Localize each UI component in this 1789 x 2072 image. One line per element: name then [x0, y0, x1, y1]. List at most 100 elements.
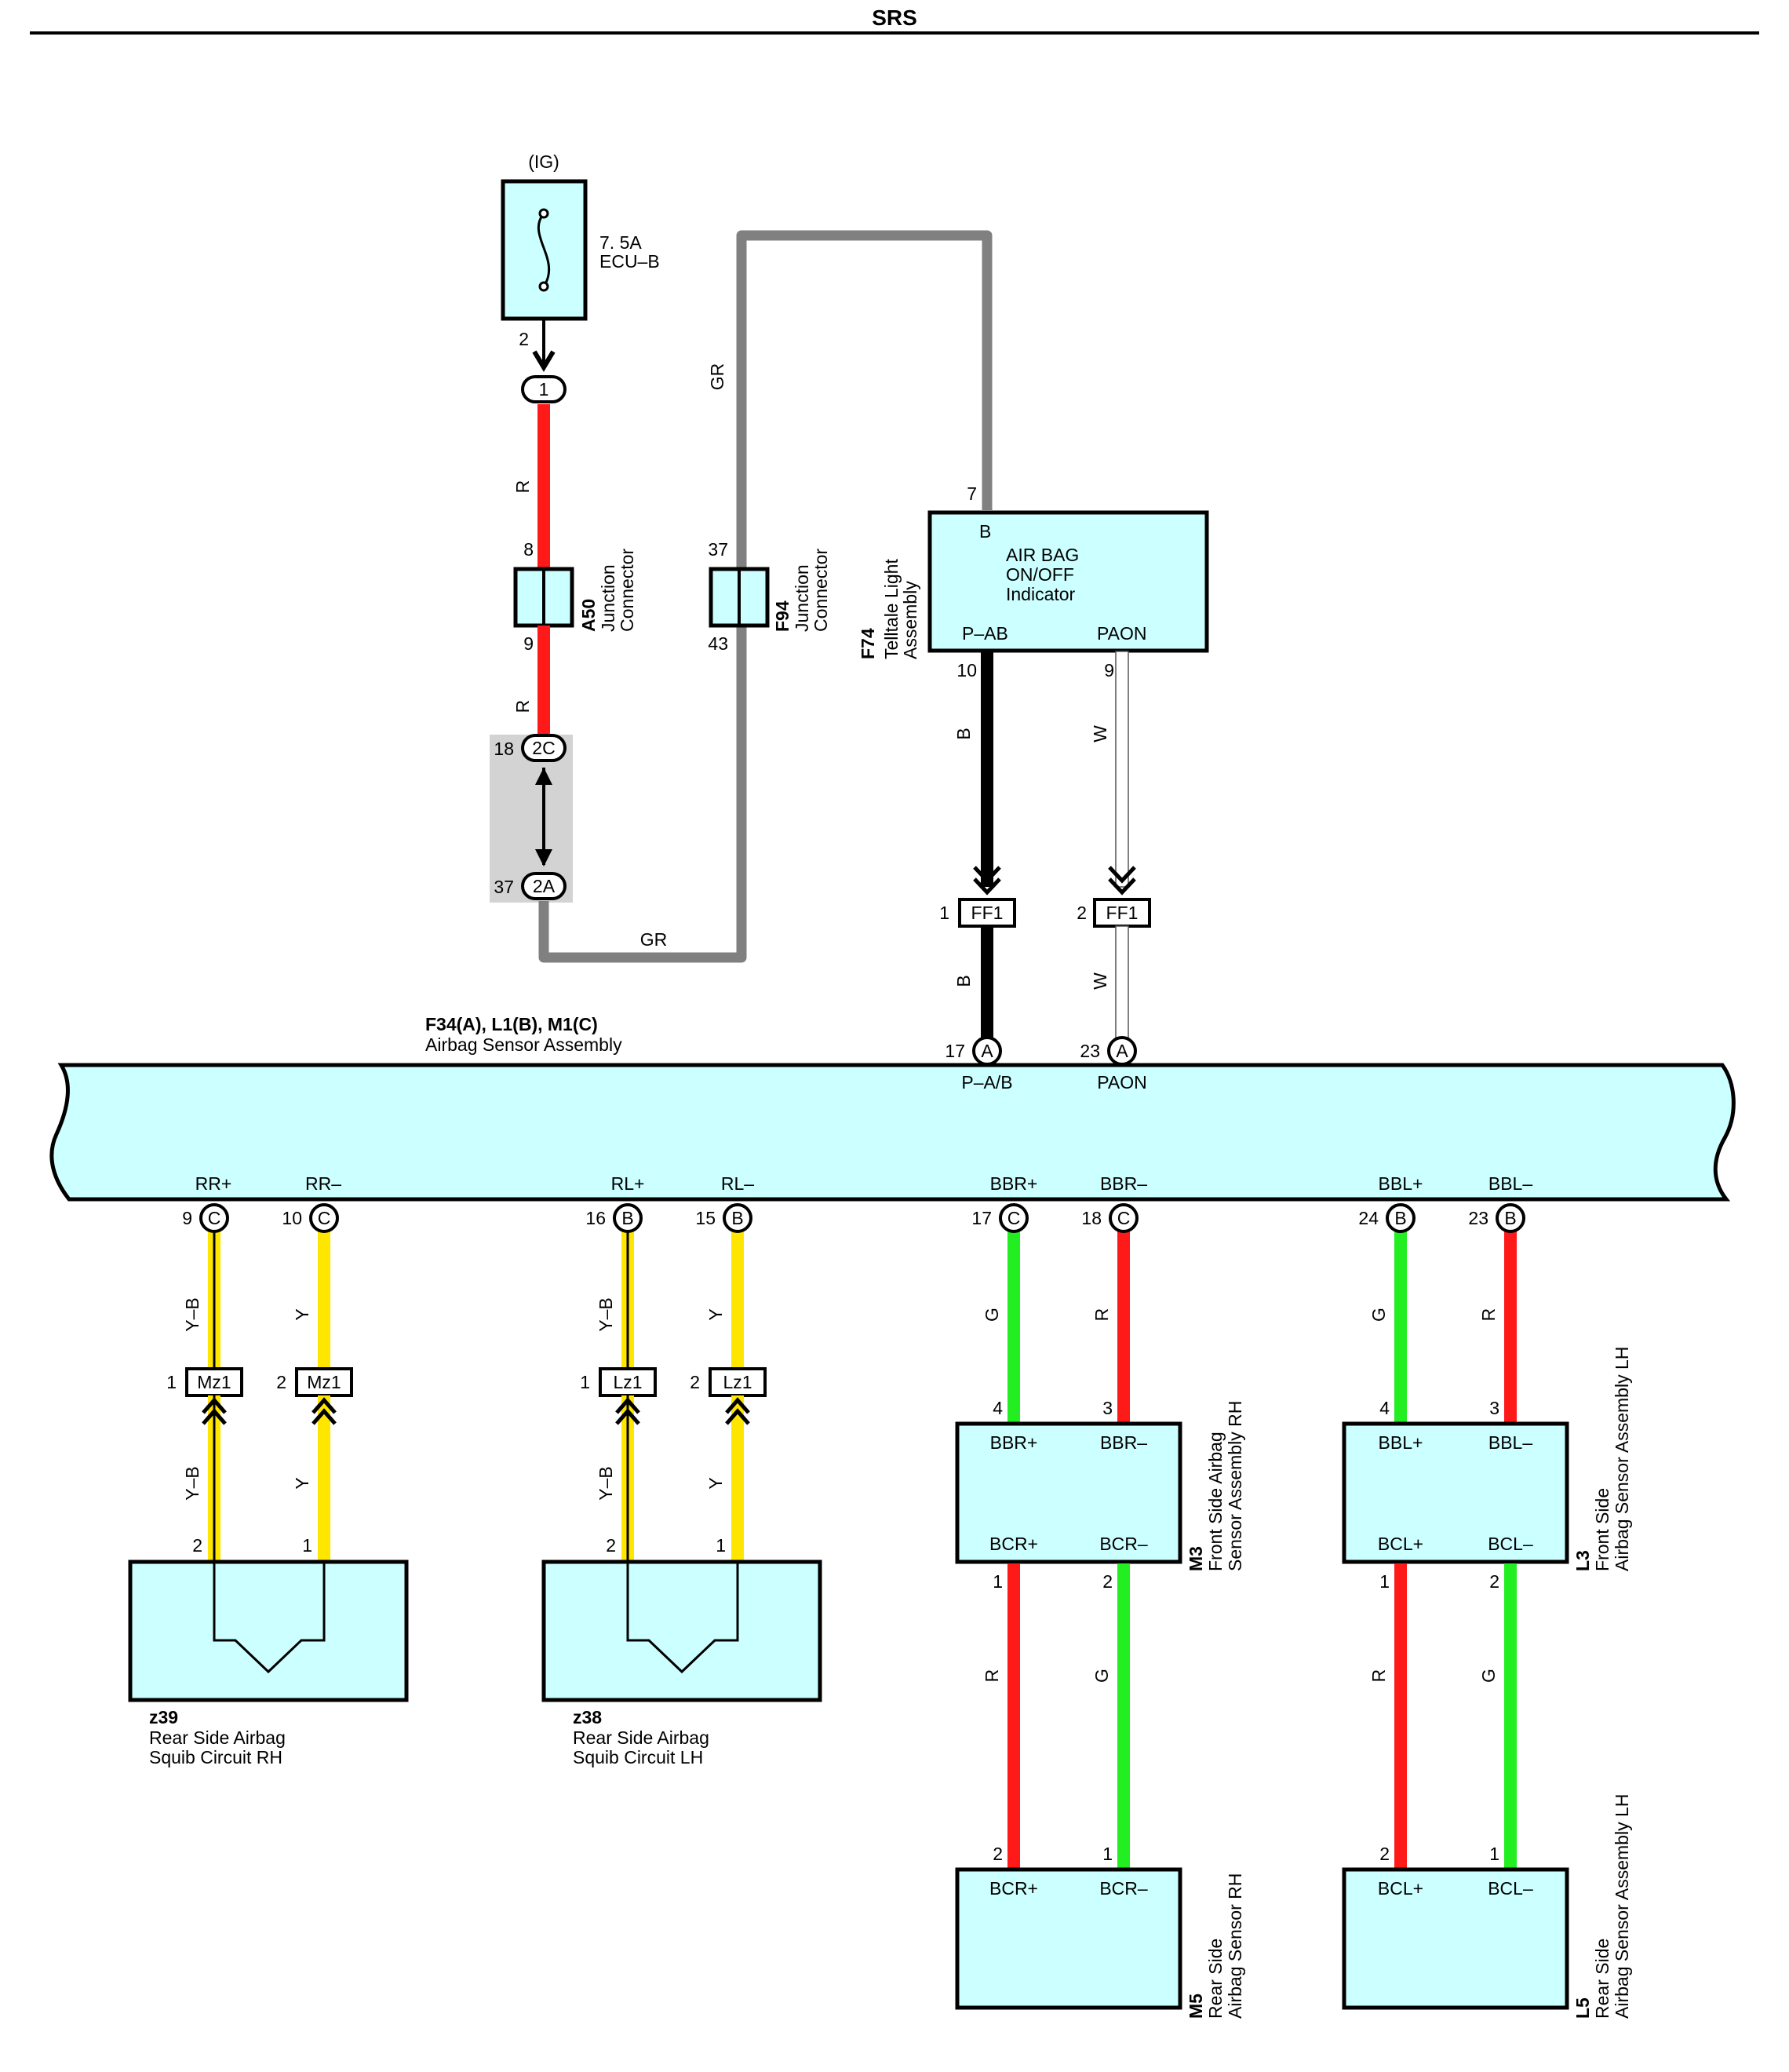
terminal-c-9-pin: 9 — [182, 1208, 192, 1228]
z39-squib-box — [128, 1559, 409, 1702]
m5-pin-1: 2 — [993, 1844, 1003, 1864]
wire-label-gr-1: GR — [640, 929, 668, 950]
terminal-b-24 — [1386, 1203, 1416, 1233]
wire-label-r-4: R — [1478, 1308, 1499, 1322]
l5-term-2: BCL– — [1488, 1878, 1533, 1899]
f74-name-1: Telltale Light — [881, 559, 902, 659]
wire-label-b-2: B — [953, 975, 974, 987]
wire-label-r-2: R — [512, 700, 533, 713]
lz1-label-1: Lz1 — [613, 1372, 642, 1392]
z38-name-2: Squib Circuit LH — [573, 1747, 703, 1767]
m5-term-1: BCR+ — [989, 1878, 1038, 1899]
l3-pin-2: 3 — [1489, 1398, 1499, 1418]
wire-label-yb-2: Y–B — [596, 1297, 616, 1331]
connector-2a-label: 2A — [533, 876, 556, 896]
terminal-c-10-conn: C — [318, 1208, 331, 1228]
m5-code: M5 — [1186, 1994, 1206, 2019]
wire-label-g-3: G — [1091, 1669, 1112, 1683]
wire-label-r-5: R — [982, 1669, 1002, 1683]
m3-pin-4: 2 — [1102, 1571, 1113, 1592]
terminal-b-23 — [1496, 1203, 1525, 1233]
double-chevron-up-icon — [725, 1397, 750, 1425]
double-chevron-up-icon — [615, 1397, 640, 1425]
f74-term-b: B — [979, 521, 991, 542]
connector-1 — [521, 375, 567, 403]
wire-label-yb-4: Y–B — [596, 1466, 616, 1500]
double-chevron-up-icon — [202, 1397, 227, 1425]
terminal-b-24-conn: B — [1394, 1208, 1406, 1228]
ff1-pin-2: 2 — [1077, 903, 1087, 923]
m3-pin-1: 4 — [993, 1398, 1003, 1418]
f74-pin-pab: 10 — [956, 660, 977, 680]
ff1-label-1: FF1 — [971, 903, 1004, 923]
z39-pin-a: 2 — [192, 1535, 202, 1556]
term-name-bbr-plus: BBR+ — [990, 1173, 1038, 1194]
wire-y-3 — [318, 1395, 330, 1562]
wire-label-w-2: W — [1090, 972, 1110, 990]
l3-pin-1: 4 — [1379, 1398, 1390, 1418]
fuse-terminal-top — [538, 208, 549, 219]
terminal-a-17-conn: A — [981, 1041, 993, 1061]
l3-pin-4: 2 — [1489, 1571, 1499, 1592]
mz1-pin-1: 1 — [166, 1372, 177, 1392]
f94-pin-in: 37 — [708, 539, 728, 560]
terminal-c-9-conn: C — [208, 1208, 221, 1228]
terminal-c-18-pin: 18 — [1081, 1208, 1102, 1228]
wire-b-2 — [981, 926, 993, 1044]
double-arrow-icon — [973, 866, 1001, 896]
arrow-up-icon — [535, 768, 552, 785]
f74-term-paon: PAON — [1097, 623, 1146, 644]
mz1-connector-1 — [185, 1367, 243, 1397]
term-name-rr-plus: RR+ — [195, 1173, 232, 1194]
wire-label-yb-3: Y–B — [182, 1466, 202, 1500]
terminal-a-23-name: PAON — [1097, 1072, 1146, 1093]
wire-r-3 — [1117, 1228, 1130, 1424]
l5-sensor-box — [1342, 1867, 1569, 2010]
mz1-connector-2 — [295, 1367, 353, 1397]
wire-y-1 — [318, 1228, 330, 1385]
wire-label-r-3: R — [1091, 1308, 1112, 1322]
z38-code: z38 — [573, 1707, 602, 1727]
wire-y-2 — [731, 1228, 744, 1385]
terminal-b-23-pin: 23 — [1468, 1208, 1488, 1228]
a50-pin-in: 8 — [523, 539, 534, 560]
terminal-c-10 — [309, 1203, 339, 1233]
wire-g-1 — [1007, 1228, 1020, 1424]
terminal-c-17-conn: C — [1007, 1208, 1021, 1228]
sensor-assy-codes: F34(A), L1(B), M1(C) — [425, 1014, 598, 1034]
mz1-pin-2: 2 — [276, 1372, 286, 1392]
f94-name-1: Junction — [792, 564, 812, 632]
term-name-bbl-plus: BBL+ — [1379, 1173, 1423, 1194]
l3-code: L3 — [1572, 1550, 1593, 1571]
z39-pin-b: 1 — [302, 1535, 312, 1556]
airbag-sensor-assembly — [49, 1063, 1736, 1202]
fuse-pin: 2 — [519, 329, 529, 349]
m5-name-2: Airbag Sensor RH — [1225, 1873, 1245, 2019]
f74-label-1: AIR BAG — [1006, 545, 1079, 565]
wire-label-y-3: Y — [292, 1477, 312, 1489]
page-title: SRS — [872, 5, 917, 30]
f74-pin-b: 7 — [967, 483, 977, 504]
z39-name-1: Rear Side Airbag — [149, 1727, 286, 1748]
arrow-down-icon — [535, 849, 552, 866]
terminal-b-15-pin: 15 — [695, 1208, 716, 1228]
wire-label-w-1: W — [1090, 725, 1110, 742]
wire-label-r-1: R — [512, 480, 533, 494]
wire-label-b-1: B — [953, 728, 974, 739]
m3-code: M3 — [1186, 1546, 1206, 1571]
fuse-icon — [537, 213, 550, 287]
f74-term-pab: P–AB — [962, 623, 1008, 644]
a50-name-1: Junction — [598, 564, 618, 632]
z38-squib-box — [541, 1559, 822, 1702]
a50-name-2: Connector — [617, 549, 637, 632]
wire-label-r-6: R — [1368, 1669, 1389, 1683]
terminal-c-10-pin: 10 — [282, 1208, 302, 1228]
terminal-b-24-pin: 24 — [1358, 1208, 1379, 1228]
connector-2a — [521, 872, 567, 900]
wire-g-4 — [1504, 1563, 1517, 1870]
ff1-pin-1: 1 — [939, 903, 949, 923]
terminal-c-17 — [999, 1203, 1029, 1233]
ff1-label-2: FF1 — [1106, 903, 1139, 923]
wire-w-1 — [1115, 651, 1129, 888]
